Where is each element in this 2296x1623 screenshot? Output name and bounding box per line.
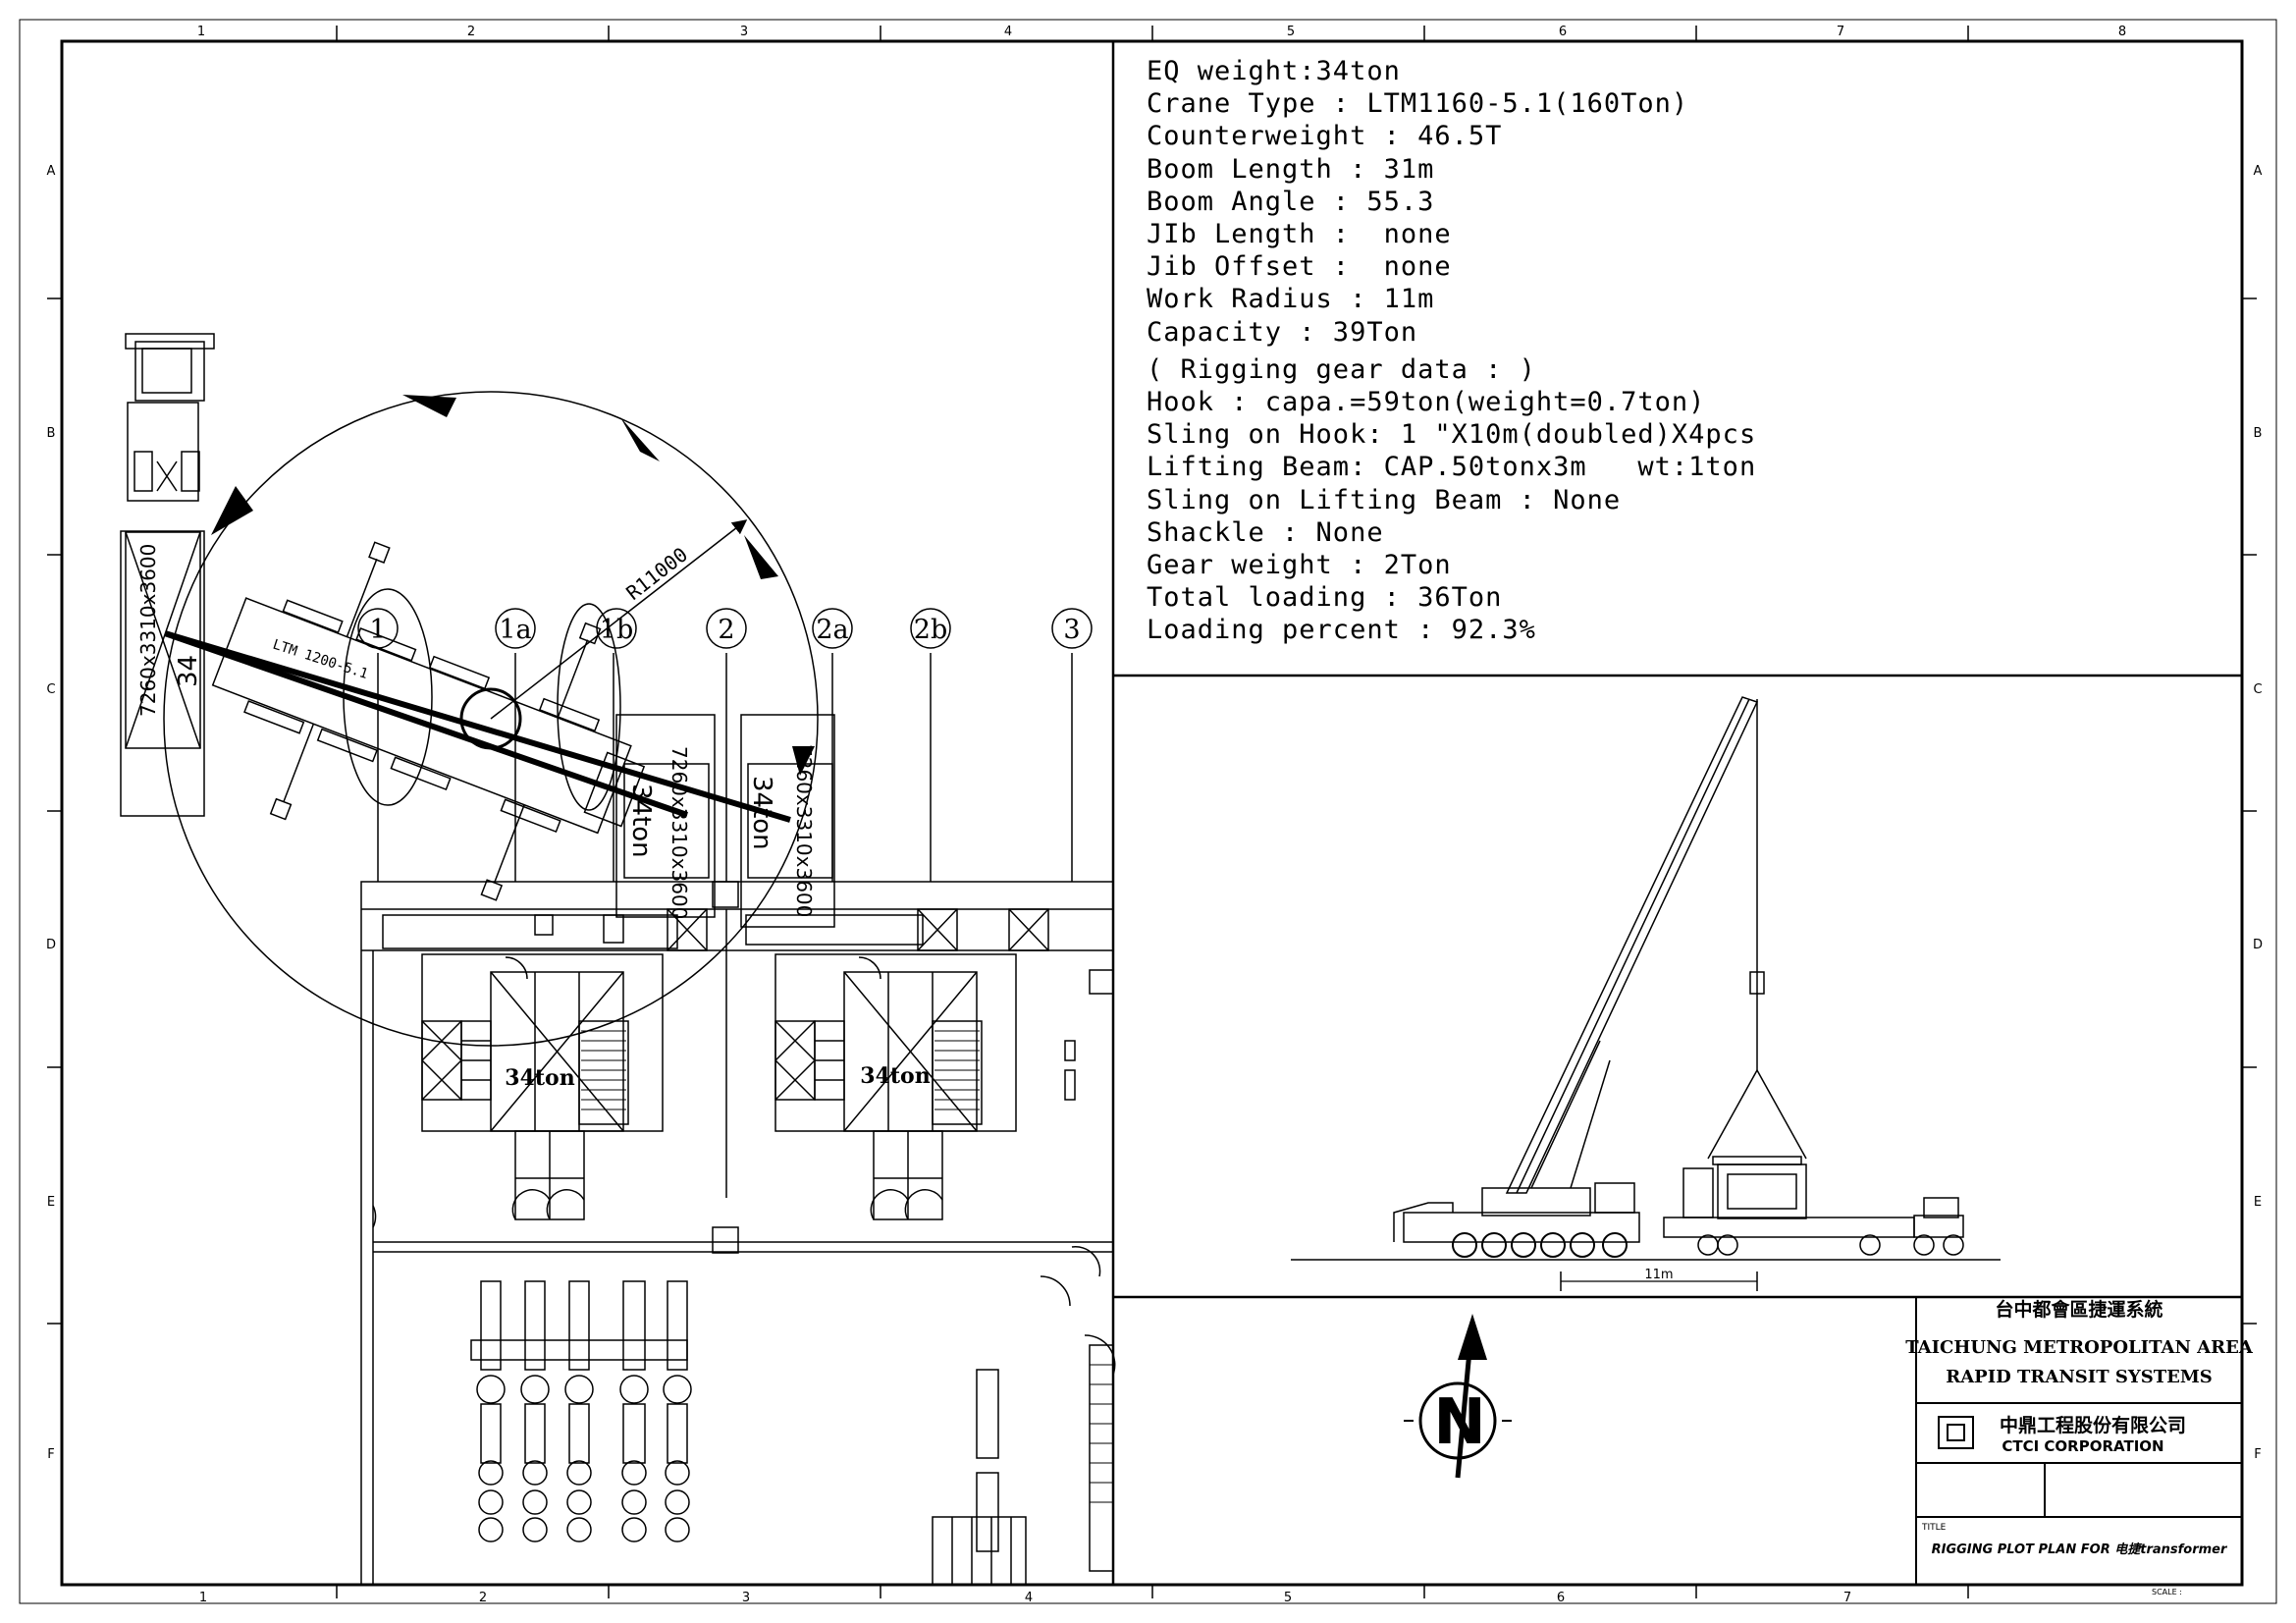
spec-line: Loading percent : 92.3% xyxy=(1147,615,1536,646)
trailer-dims-label: 7260x3310x3600 xyxy=(136,544,160,717)
spec-line: Boom Angle : 55.3 xyxy=(1147,186,1435,217)
grid-col-label: 2 xyxy=(479,1591,487,1605)
scale-caption: SCALE : xyxy=(2152,1588,2182,1596)
north-compass: N xyxy=(1404,1314,1512,1479)
grid-row-label: C xyxy=(2253,682,2262,697)
axis-bubble-label: 1 xyxy=(369,615,386,645)
equipment-weight-label: 34ton xyxy=(860,1063,930,1089)
radius-dimension-label: 11m xyxy=(1644,1268,1673,1282)
spec-line: JIb Length : none xyxy=(1147,219,1452,250)
grid-col-label: 5 xyxy=(1287,25,1295,39)
swing-arrow xyxy=(620,417,660,461)
switchgear-column xyxy=(564,1280,594,1542)
spec-line: Jib Offset : none xyxy=(1147,251,1452,283)
company-name-english: CTCI CORPORATION xyxy=(2002,1437,2163,1455)
title-english-line2: RAPID TRANSIT SYSTEMS xyxy=(1946,1367,2213,1387)
trailer-elevation xyxy=(1663,1217,1915,1238)
crane-carrier-elevation xyxy=(1403,1212,1640,1243)
grid-col-label: 6 xyxy=(1557,1591,1565,1605)
spec-line: Shackle : None xyxy=(1147,516,1384,548)
crane-boom xyxy=(1505,696,1759,1194)
grid-col-label: 6 xyxy=(1559,25,1567,39)
crane-carrier-plan xyxy=(211,597,632,835)
axis-bubble-label: 1a xyxy=(499,615,531,645)
axis-bubble-label: 3 xyxy=(1063,615,1080,645)
swing-arrow xyxy=(744,535,778,579)
spec-line: Crane Type : LTM1160-5.1(160Ton) xyxy=(1147,88,1689,120)
spec-line: Total loading : 36Ton xyxy=(1147,582,1503,614)
swing-arrow xyxy=(792,746,815,776)
grid-col-label: 7 xyxy=(1843,1591,1851,1605)
grid-col-label: 8 xyxy=(2118,25,2126,39)
title-caption: TITLE xyxy=(1921,1523,1947,1533)
grid-row-label: D xyxy=(2253,938,2263,952)
transformer-room-2 xyxy=(774,953,1017,1132)
transformer-room-1 xyxy=(421,953,664,1132)
spec-line: Gear weight : 2Ton xyxy=(1147,550,1452,581)
grid-row-label: A xyxy=(2254,164,2263,179)
north-letter: N xyxy=(1433,1386,1486,1459)
grid-row-label: B xyxy=(47,426,56,441)
grid-row-label: C xyxy=(46,682,55,697)
transformer-load xyxy=(1717,1163,1807,1219)
trailer-weight-label: 34 xyxy=(174,655,203,687)
switchgear-column xyxy=(476,1280,506,1542)
work-radius-circle xyxy=(163,391,819,1047)
grid-col-label: 1 xyxy=(199,1591,207,1605)
trailer-outline xyxy=(120,530,205,817)
axis-bubble-label: 2 xyxy=(718,615,734,645)
spec-line: Hook : capa.=59ton(weight=0.7ton) xyxy=(1147,387,1706,418)
equipment-weight-label: 34ton xyxy=(505,1065,574,1091)
swing-arrow xyxy=(211,486,253,535)
axis-bubble-label: 2a xyxy=(816,615,848,645)
grid-row-label: E xyxy=(47,1195,55,1210)
grid-col-label: 3 xyxy=(742,1591,750,1605)
transformer-dims-label: 7260x3310x3600 xyxy=(667,746,691,919)
spec-line: Lifting Beam: CAP.50tonx3m wt:1ton xyxy=(1147,452,1757,483)
spec-line: Sling on Hook: 1 "X10m(doubled)X4pcs xyxy=(1147,419,1757,451)
crane-spec-list: EQ weight:34ton Crane Type : LTM1160-5.1… xyxy=(1147,55,2236,647)
title-english-line1: TAICHUNG METROPOLITAN AREA xyxy=(1905,1337,2254,1358)
spec-line: Counterweight : 46.5T xyxy=(1147,121,1503,152)
title-block xyxy=(1915,1296,2243,1586)
spec-line: Sling on Lifting Beam : None xyxy=(1147,484,1622,515)
transformer-dims-label: 7260x3310x3600 xyxy=(792,744,816,917)
grid-col-label: 1 xyxy=(197,25,205,39)
grid-row-label: A xyxy=(47,164,56,179)
spec-line: EQ weight:34ton xyxy=(1147,56,1401,86)
spec-line: Capacity : 39Ton xyxy=(1147,316,1418,348)
axis-bubble-label: 1b xyxy=(600,615,633,645)
company-name-chinese: 中鼎工程股份有限公司 xyxy=(2000,1414,2186,1436)
switchgear-column xyxy=(520,1280,550,1542)
radius-dimension xyxy=(490,519,748,720)
north-arrow-icon xyxy=(1458,1314,1487,1360)
grid-col-label: 3 xyxy=(740,25,748,39)
grid-col-label: 7 xyxy=(1837,25,1844,39)
transformer-weight-label: 34ton xyxy=(626,784,656,858)
switchgear-column xyxy=(663,1280,692,1542)
grid-row-label: D xyxy=(46,938,56,952)
grid-row-label: B xyxy=(2254,426,2263,441)
boom-line xyxy=(164,630,791,823)
grid-col-label: 5 xyxy=(1284,1591,1292,1605)
axis-bubble-label: 2b xyxy=(914,615,947,645)
drawing-title: RIGGING PLOT PLAN FOR 电捷transformer xyxy=(1932,1542,2228,1557)
grid-col-label: 4 xyxy=(1004,25,1012,39)
spec-line: ( Rigging gear data : ) xyxy=(1147,353,1536,385)
grid-col-label: 4 xyxy=(1025,1591,1033,1605)
plan-view xyxy=(120,333,1116,1586)
grid-row-label: F xyxy=(47,1447,54,1462)
elevation-view xyxy=(1291,696,2001,1291)
grid-row-label: F xyxy=(2254,1447,2261,1462)
swing-arrow xyxy=(402,395,456,417)
switchgear-column xyxy=(619,1280,649,1542)
spec-line: Boom Length : 31m xyxy=(1147,153,1435,185)
transformer-weight-label: 34ton xyxy=(747,776,776,850)
radius-label: R11000 xyxy=(621,543,692,605)
grid-col-label: 2 xyxy=(467,25,475,39)
grid-row-label: E xyxy=(2254,1195,2262,1210)
spec-line: Work Radius : 11m xyxy=(1147,284,1435,315)
title-chinese: 台中都會區捷運系統 xyxy=(1995,1298,2163,1321)
